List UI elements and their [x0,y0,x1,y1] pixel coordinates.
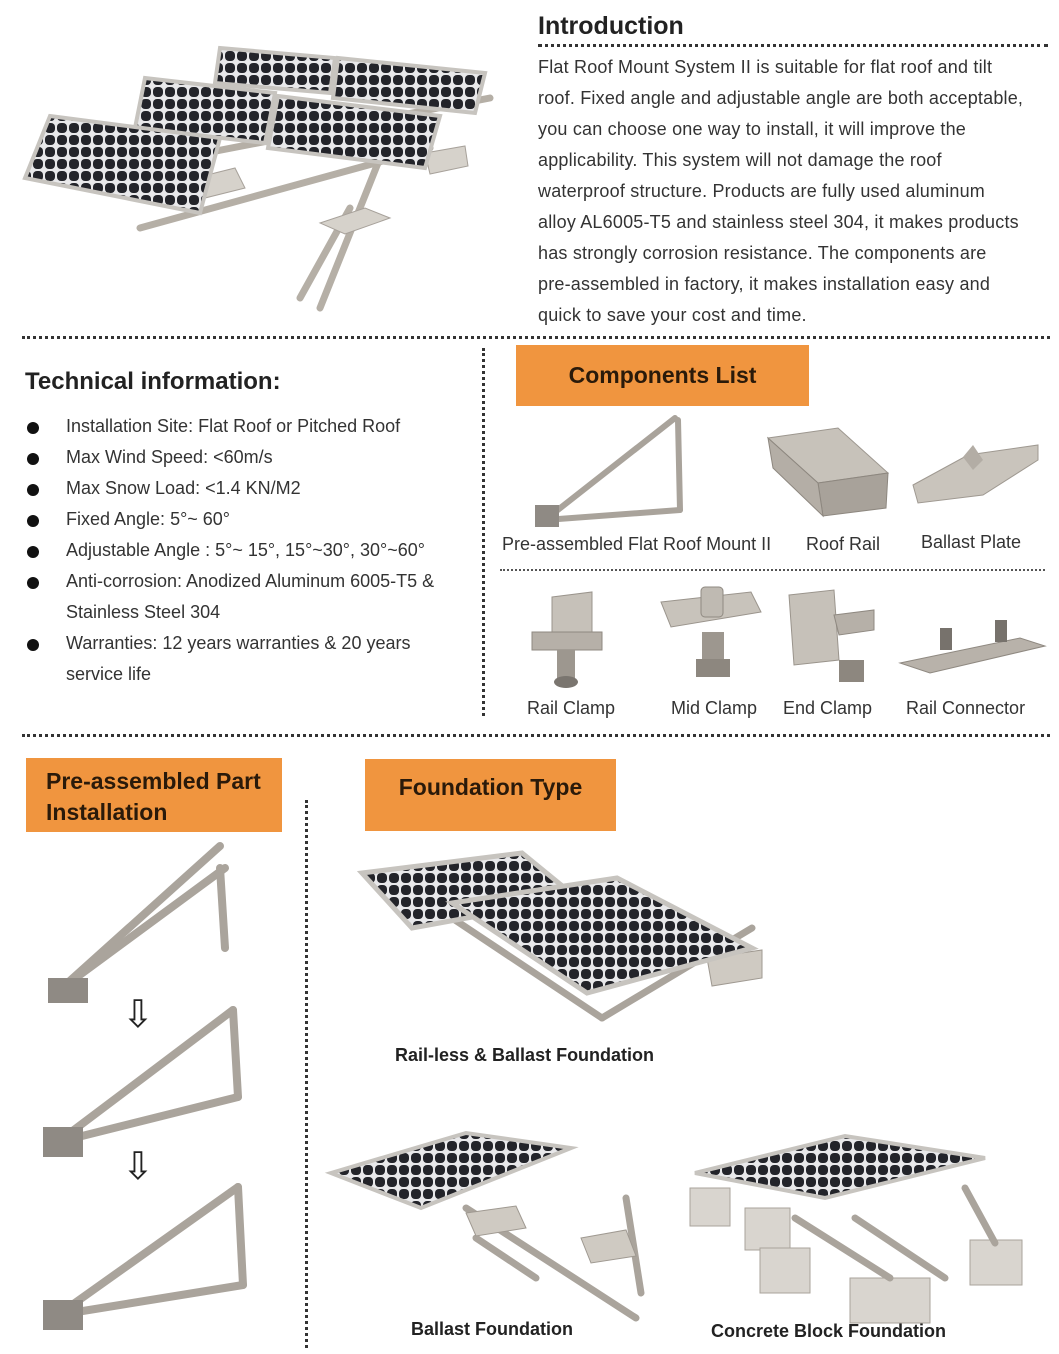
intro-line: has strongly corrosion resistance. The c… [538,243,987,263]
rail-clamp-image [531,591,603,688]
pre-assembled-mount-image [535,415,683,527]
introduction-body: Flat Roof Mount System II is suitable fo… [538,52,1050,331]
installation-step-3-image [43,1183,247,1330]
bullet-icon [27,639,39,651]
bullet-icon [27,453,39,465]
component-label: Mid Clamp [671,698,758,718]
foundation-label: Rail-less & Ballast Foundation [395,1045,655,1065]
flat-roof-mount-system-illustration [22,45,494,312]
list-item: Fixed Angle: 5°~ 60° [25,504,475,535]
bullet-icon [27,577,39,589]
installation-step-2-image [43,1006,242,1157]
intro-line: alloy AL6005-T5 and stainless steel 304,… [538,212,1019,232]
intro-line: you can choose one way to install, it wi… [538,119,967,139]
component-label: Ballast Plate [921,532,1022,552]
technical-info-title: Technical information: [25,368,281,395]
list-item: Max Snow Load: <1.4 KN/M2 [25,473,475,504]
column-divider [305,800,308,1348]
technical-info-list: Installation Site: Flat Roof or Pitched … [25,411,475,690]
bullet-icon [27,515,39,527]
list-item: Max Wind Speed: <60m/s [25,442,475,473]
roof-rail-image [766,427,890,518]
end-clamp-image [788,589,875,682]
bullet-icon [27,546,39,558]
bullet-icon [27,422,39,434]
column-divider [482,348,485,716]
components-row-divider [500,569,1045,571]
installation-step-1-image [48,842,229,1003]
intro-title-underline [538,44,1048,47]
component-label: End Clamp [783,698,873,718]
rail-less-ballast-foundation-image [356,850,763,1022]
intro-line: pre-assembled in factory, it makes insta… [538,274,991,294]
intro-line: roof. Fixed angle and adjustable angle a… [538,88,1024,108]
arrow-down-icon: ⇩ [122,1146,154,1188]
component-label: Rail Connector [906,698,1026,718]
list-item: Warranties: 12 years warranties & 20 yea… [25,628,475,690]
section-divider [22,336,1050,339]
ballast-plate-image [912,444,1039,504]
list-item: Adjustable Angle : 5°~ 15°, 15°~30°, 30°… [25,535,475,566]
section-divider [22,734,1050,737]
concrete-block-foundation-image [689,1133,1023,1324]
list-item: Installation Site: Flat Roof or Pitched … [25,411,475,442]
components-list-header: Components List [516,345,809,406]
foundation-label: Concrete Block Foundation [711,1321,947,1341]
bullet-icon [27,484,39,496]
introduction-title: Introduction [538,12,684,40]
component-label: Rail Clamp [527,698,616,718]
intro-line: waterproof structure. Products are fully… [538,181,985,201]
component-label: Pre-assembled Flat Roof Mount II [502,534,772,554]
foundation-label: Ballast Foundation [411,1319,573,1339]
intro-line: quick to save your cost and time. [538,305,807,325]
rail-connector-image [898,620,1047,674]
component-label: Roof Rail [806,534,881,554]
pre-assembled-installation-header: Pre-assembled Part Installation [26,758,282,832]
intro-line: applicability. This system will not dama… [538,150,942,170]
list-item: Anti-corrosion: Anodized Aluminum 6005-T… [25,566,475,628]
mid-clamp-image [660,586,762,677]
arrow-down-icon: ⇩ [122,994,154,1036]
ballast-foundation-image [324,1130,645,1322]
intro-line: Flat Roof Mount System II is suitable fo… [538,57,993,77]
foundation-type-header: Foundation Type [365,759,616,831]
